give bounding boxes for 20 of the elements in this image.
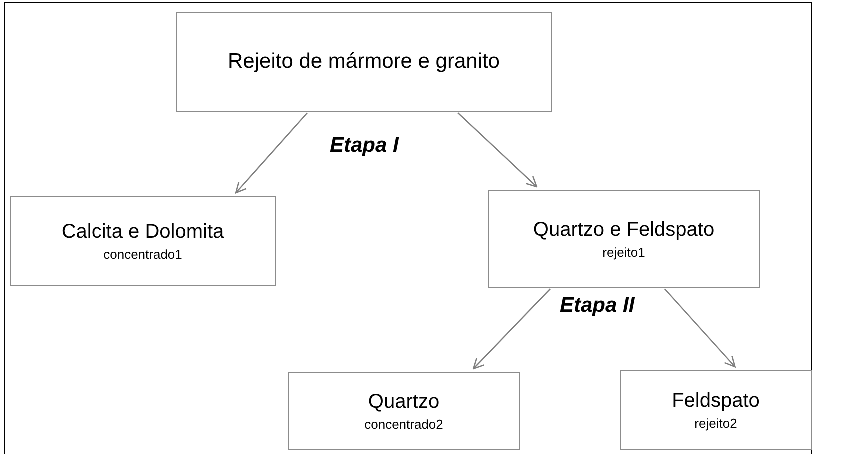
box-subtitle: concentrado1: [104, 247, 182, 262]
arrow: [664, 288, 736, 368]
arrow: [472, 288, 552, 370]
box-title: Quartzo e Feldspato: [533, 218, 715, 242]
process-box: [176, 12, 552, 112]
process-box: [288, 372, 520, 450]
box-title: Calcita e Dolomita: [62, 220, 224, 244]
process-box: [488, 190, 760, 288]
process-box: [10, 196, 276, 286]
stage-label: Etapa I: [330, 134, 399, 158]
box-title: Quartzo: [368, 390, 440, 414]
stage-label: Etapa II: [560, 294, 635, 318]
arrow: [235, 112, 308, 194]
box-subtitle: rejeito1: [602, 245, 646, 260]
arrow: [458, 112, 538, 188]
box-subtitle: rejeito2: [694, 416, 738, 431]
box-subtitle: concentrado2: [364, 417, 444, 432]
process-box: [620, 370, 812, 450]
box-title: Rejeito de mármore e granito: [228, 49, 500, 75]
box-title: Feldspato: [672, 389, 760, 413]
